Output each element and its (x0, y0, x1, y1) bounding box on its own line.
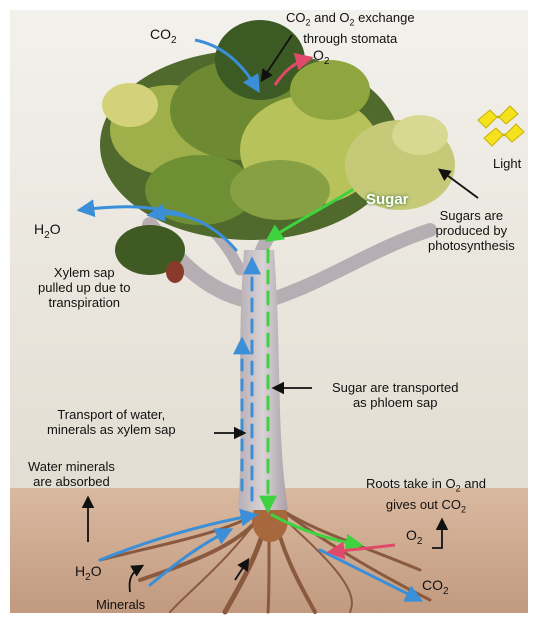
phloem-label: Sugar are transported as phloem sap (332, 380, 458, 410)
photosynthesis-label: Sugars are produced by photosynthesis (428, 208, 515, 253)
transport-line2: minerals as xylem sap (47, 422, 176, 437)
absorb-line1: Water minerals (28, 459, 115, 474)
h2o-left-label: H2O (34, 221, 61, 241)
o2-top-label: O2 (313, 47, 329, 67)
absorb-line2: are absorbed (28, 474, 115, 489)
roots-line2: gives out CO2 (366, 497, 486, 518)
xylem-line3: transpiration (38, 295, 131, 310)
minerals-label: Minerals (96, 597, 145, 612)
co2-top-label: CO2 (150, 26, 177, 46)
co2-root-label: CO2 (422, 577, 449, 597)
roots-gas-label: Roots take in O2 and gives out CO2 (366, 476, 486, 517)
light-label: Light (493, 156, 521, 171)
stomata-line1: CO2 and O2 exchange (286, 10, 415, 31)
photo-line3: photosynthesis (428, 238, 515, 253)
transport-line1: Transport of water, (47, 407, 176, 422)
xylem-line1: Xylem sap (38, 265, 131, 280)
photo-line1: Sugars are (428, 208, 515, 223)
transport-label: Transport of water, minerals as xylem sa… (47, 407, 176, 437)
h2o-root-label: H2O (75, 563, 102, 583)
roots-line1: Roots take in O2 and (366, 476, 486, 497)
xylem-line2: pulled up due to (38, 280, 131, 295)
stomata-line2: through stomata (286, 31, 415, 46)
phloem-line2: as phloem sap (332, 395, 458, 410)
phloem-line1: Sugar are transported (332, 380, 458, 395)
sugar-label: Sugar (366, 191, 409, 208)
absorbed-label: Water minerals are absorbed (28, 459, 115, 489)
stomata-label: CO2 and O2 exchange through stomata (286, 10, 415, 46)
xylem-label: Xylem sap pulled up due to transpiration (38, 265, 131, 310)
photo-line2: produced by (428, 223, 515, 238)
o2-root-label: O2 (406, 527, 422, 547)
